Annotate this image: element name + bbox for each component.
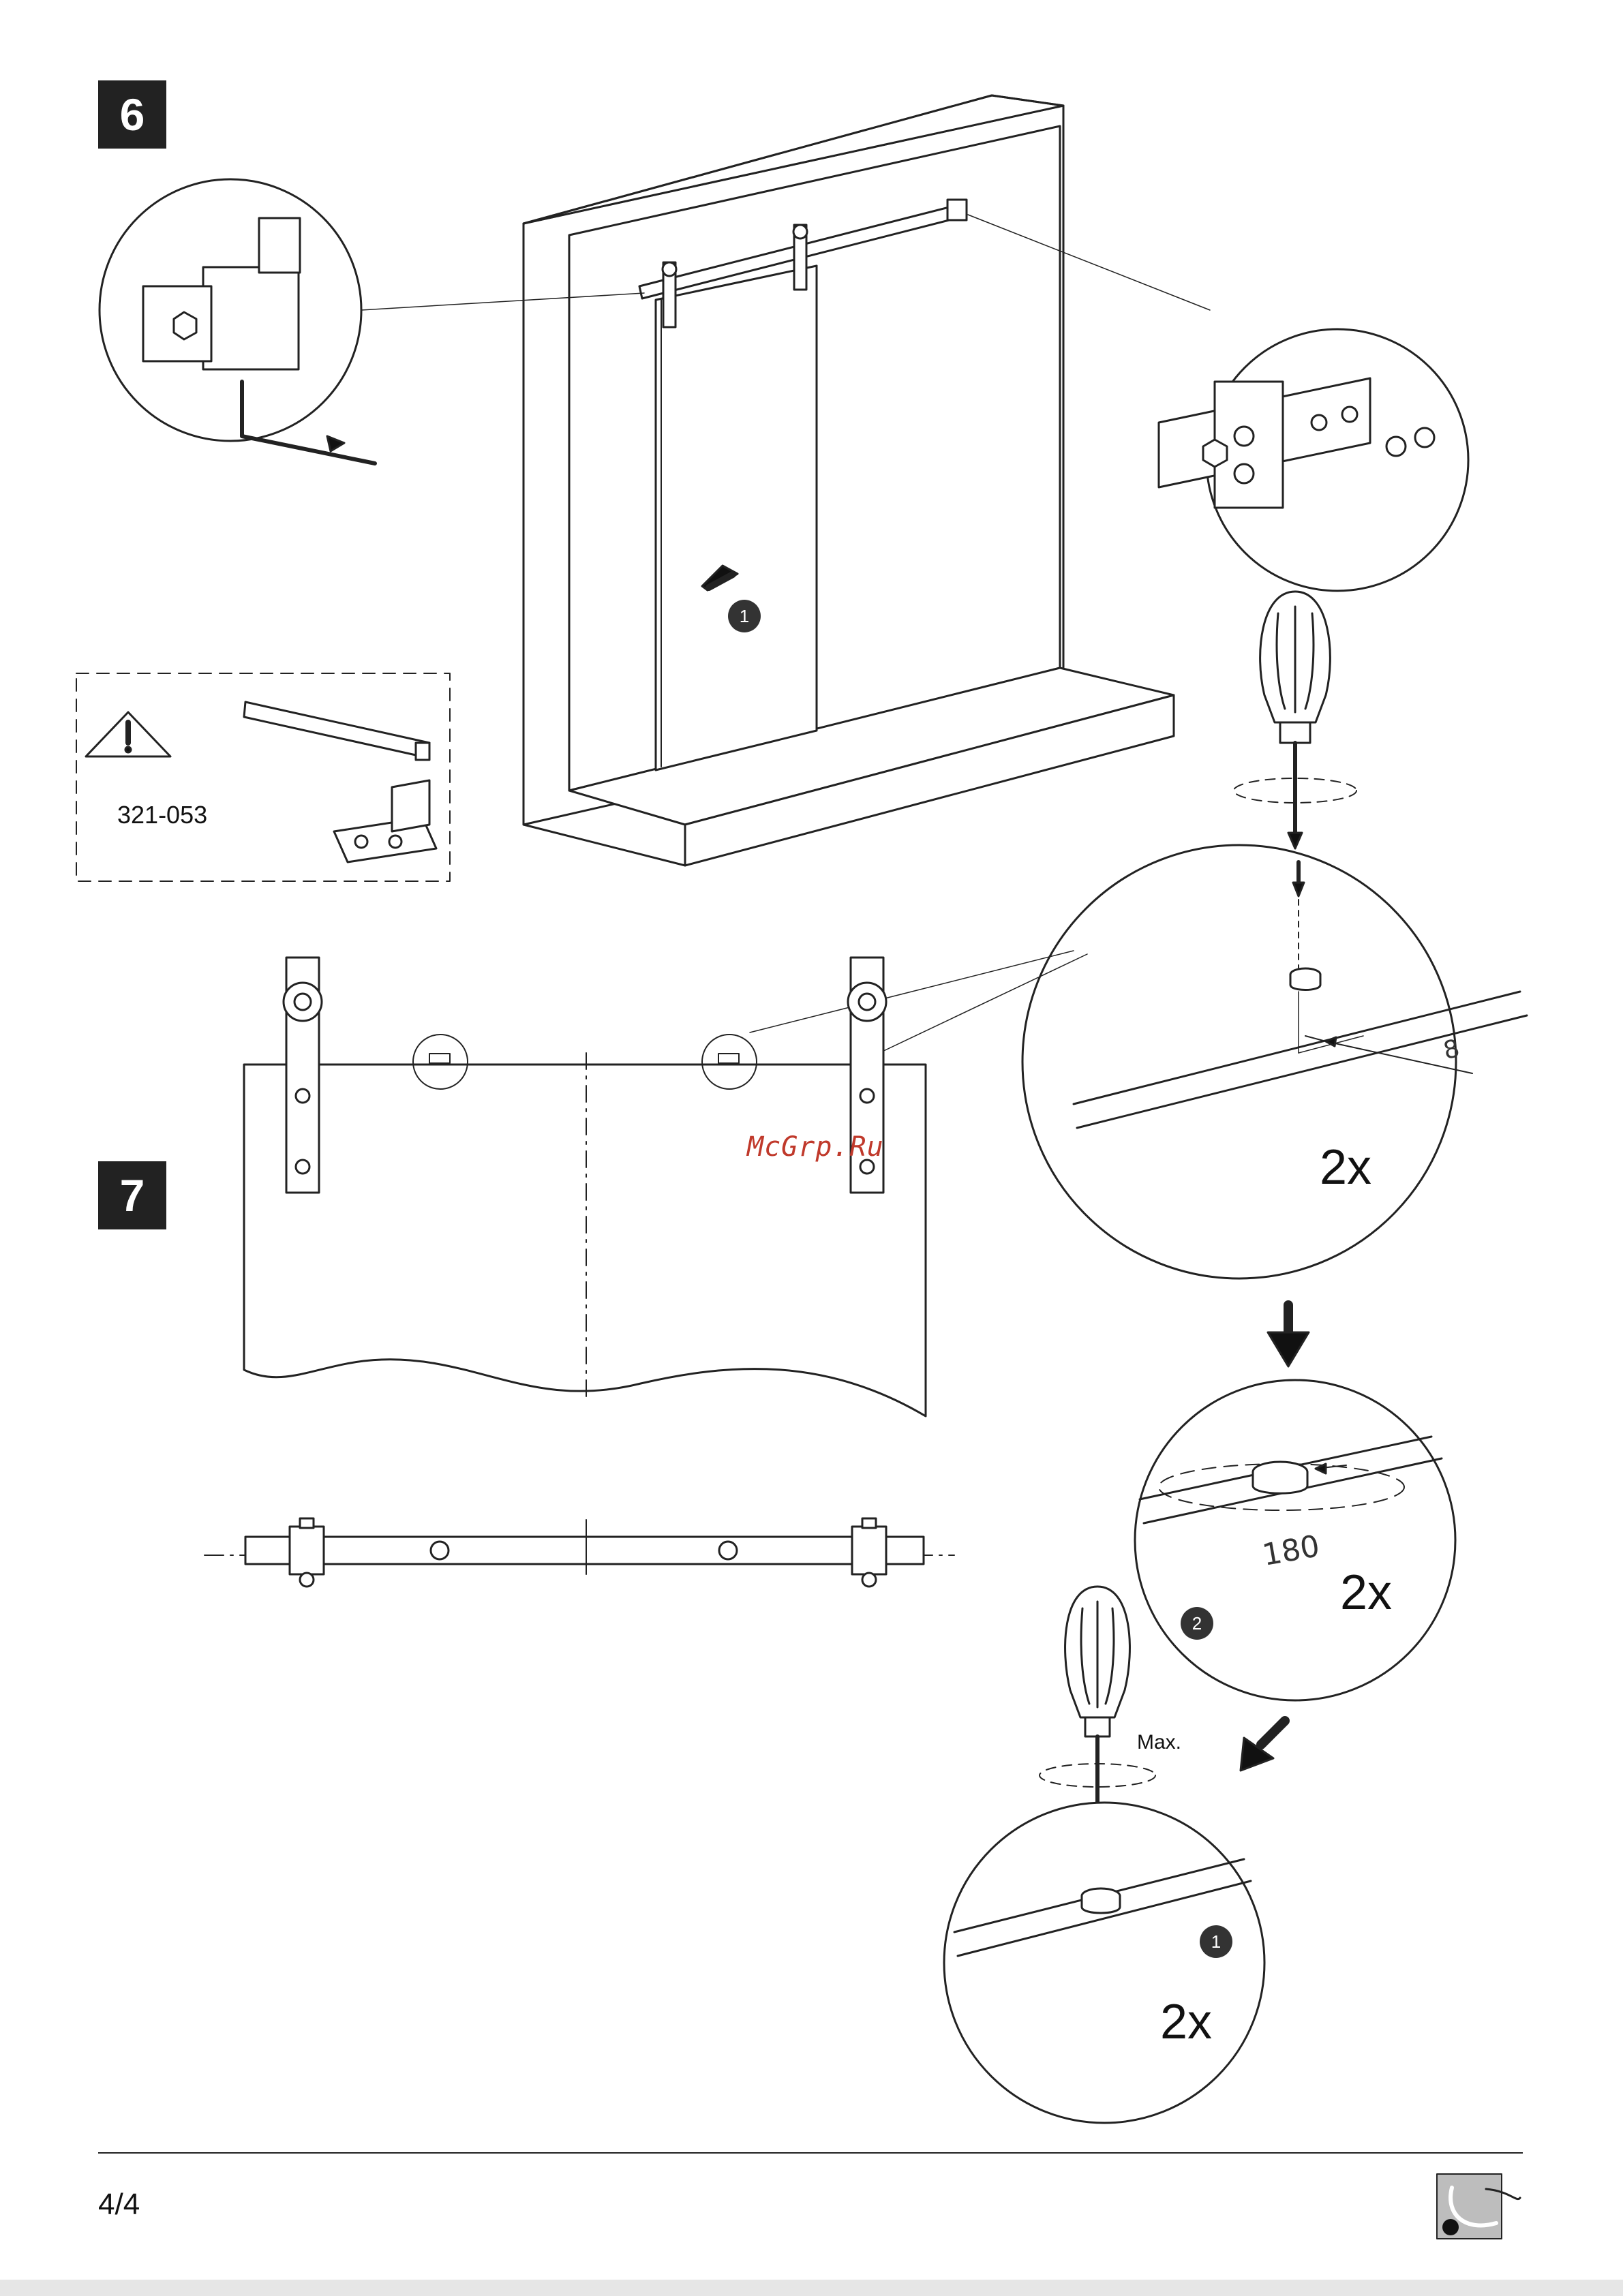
rail-top-view [204, 1518, 954, 1587]
page-number: 4/4 [98, 2188, 140, 2222]
step-6-badge: 6 [98, 80, 166, 149]
quantity-label-c: 2x [1160, 1994, 1212, 2050]
screwdriver-top [1234, 592, 1356, 848]
arrow-down-icon [1268, 1305, 1309, 1366]
brand-logo-icon [1437, 2174, 1520, 2239]
max-label: Max. [1137, 1731, 1181, 1754]
part-number-label: 321-053 [117, 801, 207, 829]
circle-number-1b: 1 [1200, 1925, 1232, 1958]
circle-number-1: 1 [728, 600, 761, 632]
quantity-label-a: 2x [1320, 1139, 1371, 1195]
arrow-diagonal-icon [1241, 1721, 1285, 1771]
footer-divider [98, 2152, 1523, 2154]
bottom-band [0, 2280, 1623, 2296]
wall-with-sliding-door [524, 95, 1174, 866]
circle-number-2: 2 [1181, 1607, 1213, 1640]
door-panel-front [244, 958, 926, 1416]
step-7-badge: 7 [98, 1161, 166, 1229]
warning-box [76, 673, 450, 881]
watermark-text: McGrp.Ru [747, 1131, 884, 1163]
quantity-label-b: 2x [1340, 1565, 1392, 1621]
detail-tighten [944, 1803, 1264, 2123]
